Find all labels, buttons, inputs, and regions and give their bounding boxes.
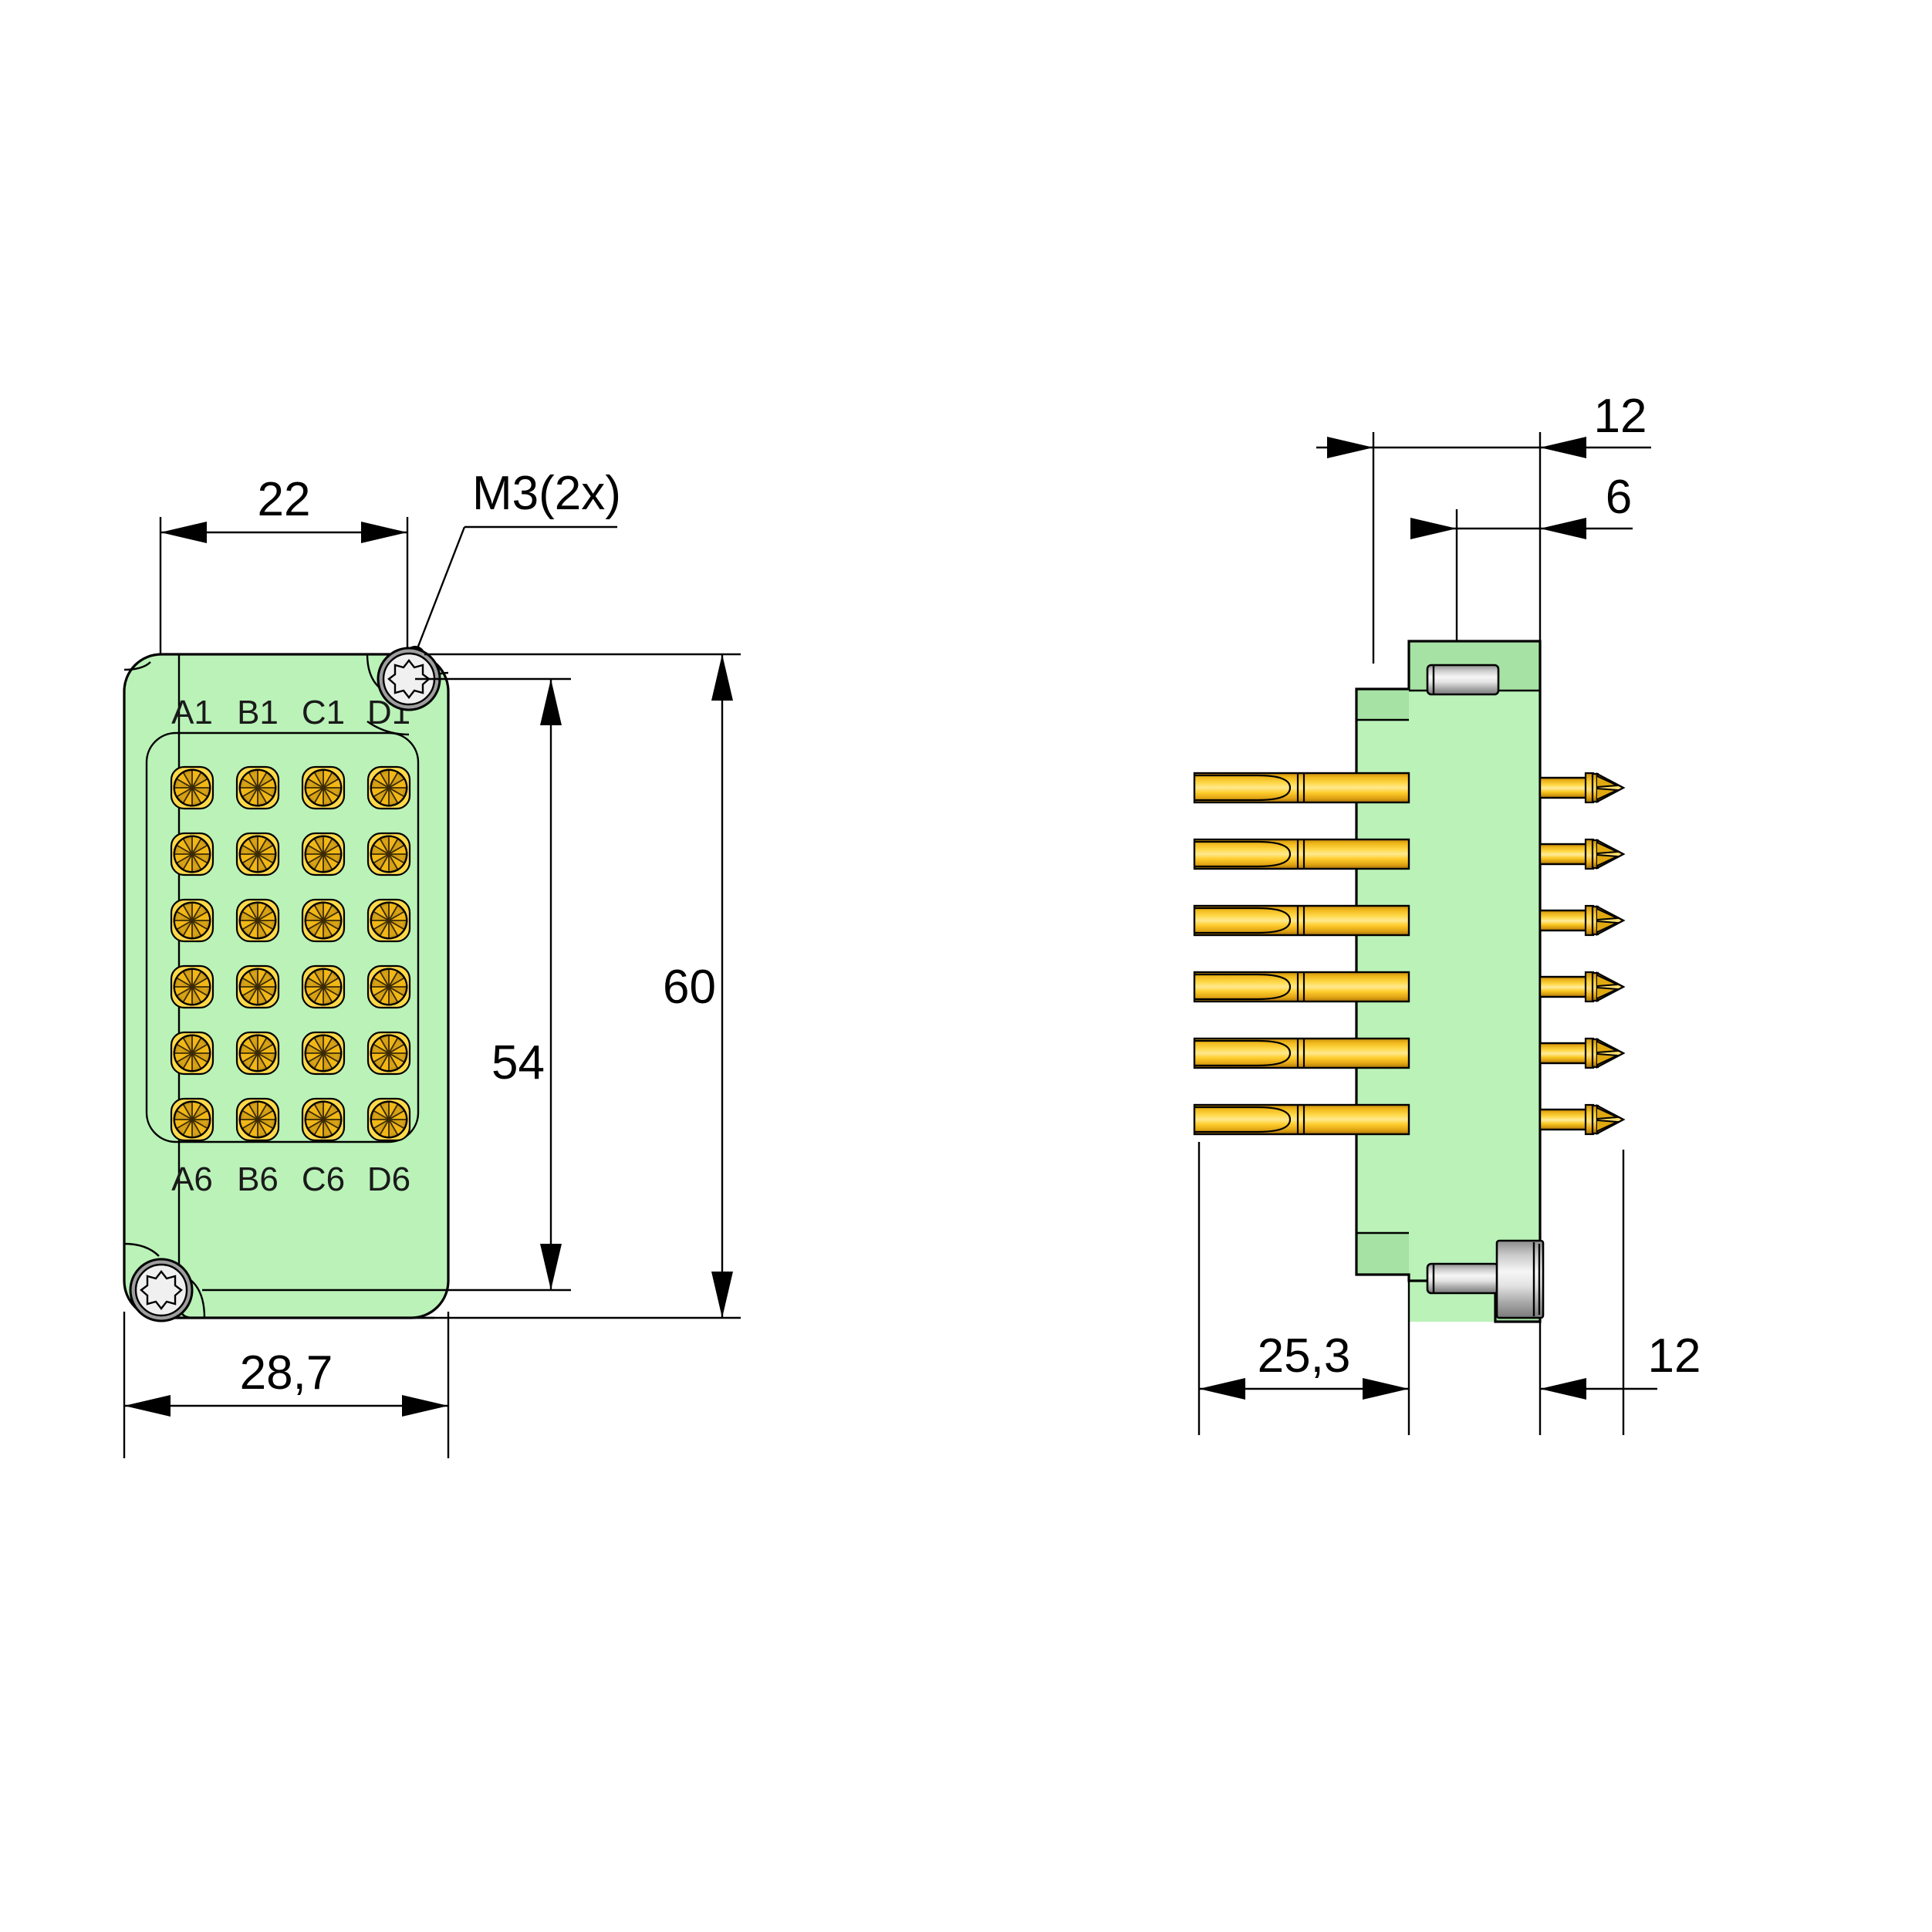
pin-A3 <box>170 898 214 943</box>
pin-C3 <box>301 898 346 943</box>
probe-rows <box>1193 772 1626 1136</box>
pin-label-b1: B1 <box>237 694 279 731</box>
probe-right-barrel <box>1539 1042 1589 1065</box>
probe-left-barrel <box>1193 1103 1410 1136</box>
probe-left-barrel <box>1193 971 1410 1003</box>
pin-D2 <box>366 832 411 876</box>
note-m3-label: M3(2x) <box>472 467 621 520</box>
pin-B3 <box>235 898 280 943</box>
probe-row-6 <box>1193 1103 1626 1136</box>
probe-row-4 <box>1193 971 1626 1003</box>
pin-C1 <box>301 765 346 810</box>
dimension-28-7-label: 28,7 <box>240 1346 333 1400</box>
pin-A4 <box>170 964 214 1009</box>
pin-A1 <box>170 765 214 810</box>
pin-label-c6: C6 <box>302 1160 345 1198</box>
side-body-main <box>1409 641 1540 1322</box>
dimension-25-3-label: 25,3 <box>1258 1329 1351 1383</box>
pin-label-d6: D6 <box>367 1160 410 1198</box>
pin-label-b6: B6 <box>237 1160 279 1198</box>
probe-right-barrel <box>1539 975 1589 998</box>
pin-label-a6: A6 <box>171 1160 213 1198</box>
dimension-60: 60 <box>184 653 741 1319</box>
dimension-25-3: 25,3 <box>1197 1142 1410 1435</box>
probe-right-barrel <box>1539 1108 1589 1131</box>
pin-B2 <box>235 832 280 876</box>
pin-label-c1: C1 <box>302 694 345 731</box>
dimension-60-label: 60 <box>663 961 716 1014</box>
probe-left-barrel <box>1193 904 1410 937</box>
dimension-22: 22 <box>159 473 409 694</box>
pin-B4 <box>235 964 280 1009</box>
socket-head-screw <box>1495 1239 1545 1319</box>
mount-screw-bottom <box>1495 1239 1545 1319</box>
dimension-12-top: 12 <box>1316 390 1651 664</box>
pin-B1 <box>235 765 280 810</box>
dimension-12-top-label: 12 <box>1594 390 1647 443</box>
probe-row-1 <box>1193 772 1626 804</box>
mount-pin-top <box>1426 664 1500 696</box>
dimension-54: 54 <box>202 677 571 1292</box>
note-m3-leader: M3(2x) <box>405 467 621 666</box>
probe-row-2 <box>1193 838 1626 870</box>
pin-C6 <box>301 1097 346 1142</box>
pin-D6 <box>366 1097 411 1142</box>
dimension-6-label: 6 <box>1606 471 1632 524</box>
dimension-6: 6 <box>1410 471 1633 640</box>
pin-A2 <box>170 832 214 876</box>
pin-labels-top: A1 B1 C1 D1 <box>171 694 410 731</box>
pin-C2 <box>301 832 346 876</box>
pin-field-boundary <box>145 731 420 1143</box>
pin-A5 <box>170 1031 214 1076</box>
pin-D5 <box>366 1031 411 1076</box>
probe-left-barrel <box>1193 772 1410 804</box>
dimension-54-label: 54 <box>491 1036 545 1089</box>
dimension-22-label: 22 <box>258 473 311 526</box>
pin-C5 <box>301 1031 346 1076</box>
mount-pin-bottom <box>1426 1262 1500 1295</box>
pin-B6 <box>235 1097 280 1142</box>
pin-D3 <box>366 898 411 943</box>
probe-right-barrel <box>1539 843 1589 866</box>
probe-left-barrel <box>1193 838 1410 870</box>
pin-A6 <box>170 1097 214 1142</box>
probe-row-3 <box>1193 904 1626 937</box>
dimension-28-7: 28,7 <box>123 1312 450 1458</box>
pin-label-a1: A1 <box>171 694 213 731</box>
pin-labels-bottom: A6 B6 C6 D6 <box>171 1160 410 1198</box>
torx-socket-icon <box>140 1270 183 1310</box>
probe-right-barrel <box>1539 909 1589 932</box>
pin-D4 <box>366 964 411 1009</box>
pin-grid <box>170 765 411 1142</box>
side-view: 12 6 <box>1193 390 1701 1435</box>
front-view: 22 M3(2x) A1 B1 C1 D1 A6 <box>123 467 741 1458</box>
probe-right-barrel <box>1539 776 1589 799</box>
dimension-12-bottom: 12 <box>1539 1150 1701 1435</box>
guide-pin-top-barrel <box>1426 664 1500 696</box>
probe-left-barrel <box>1193 1037 1410 1069</box>
dimension-12-bottom-label: 12 <box>1648 1329 1701 1383</box>
front-body-corner-tl <box>123 661 151 671</box>
probe-row-5 <box>1193 1037 1626 1069</box>
screw-top-right <box>366 647 449 736</box>
pin-B5 <box>235 1031 280 1076</box>
pin-C4 <box>301 964 346 1009</box>
pin-D1 <box>366 765 411 810</box>
torx-socket-icon <box>387 659 431 699</box>
guide-pin-bottom-barrel <box>1426 1262 1500 1295</box>
screw-bottom-left <box>123 1242 206 1322</box>
